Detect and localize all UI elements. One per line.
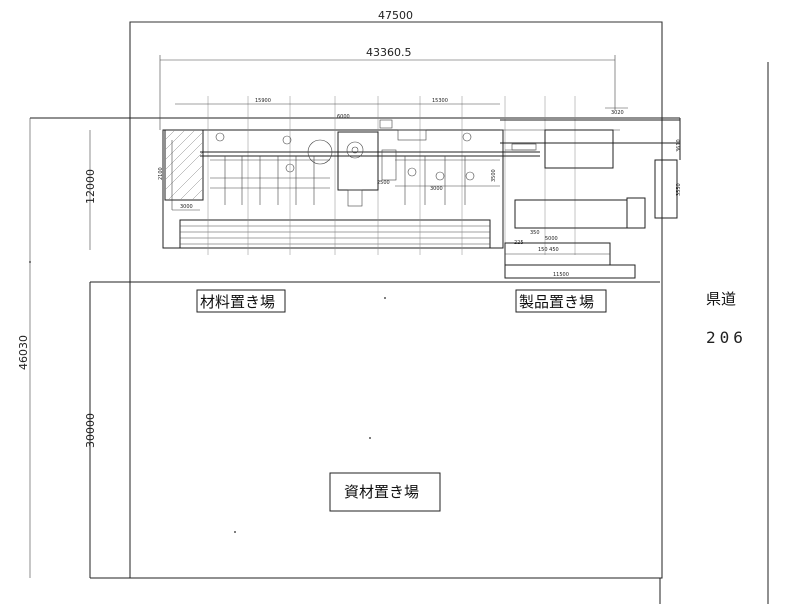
road-number-label: 206 xyxy=(706,328,747,347)
upper-height-label: 12000 xyxy=(84,169,97,204)
span-225-label: 225 xyxy=(514,240,524,246)
span-11500-label: 11500 xyxy=(553,272,569,278)
span-350-label: 350 xyxy=(530,230,540,236)
product-storage-box xyxy=(544,129,614,169)
span-3000-label: 3000 xyxy=(430,186,443,192)
inner-top-label: 6000 xyxy=(337,114,350,120)
truck-bed xyxy=(514,199,628,229)
span-2100-label: 2100 xyxy=(158,167,164,180)
supplies-yard: 資材置き場 xyxy=(329,472,441,512)
dimension-left: 46030 12000 30000 xyxy=(17,118,97,578)
central-machine xyxy=(337,131,379,191)
overall-width-label: 47500 xyxy=(378,9,413,22)
scatter-dots xyxy=(29,261,386,533)
product-yard: 製品置き場 xyxy=(515,289,607,313)
span-5000-label: 5000 xyxy=(545,236,558,242)
lower-height-label: 30000 xyxy=(84,413,97,448)
material-yard-box xyxy=(196,289,286,313)
road-name-label: 県道 xyxy=(706,290,736,308)
span-3550-label: 3550 xyxy=(676,183,682,196)
product-yard-box xyxy=(515,289,607,313)
span-3500-label: 3500 xyxy=(491,169,497,182)
product-rack-lower xyxy=(504,264,636,279)
overall-height-label: 46030 xyxy=(17,335,30,370)
dimension-building-width: 43360.5 xyxy=(159,46,616,130)
span-3000b-label: 3000 xyxy=(180,204,193,210)
span-3020-label: 3020 xyxy=(611,110,624,116)
gate-box xyxy=(654,159,678,219)
span-2500-label: 2500 xyxy=(377,180,390,186)
supplies-yard-box xyxy=(329,472,441,512)
product-yard-label: 製品置き場 xyxy=(519,293,594,311)
material-stock-hatched xyxy=(164,129,204,201)
factory-layout: 15900 15300 6000 2500 3000 2100 xyxy=(158,96,682,279)
material-yard: 材料置き場 xyxy=(196,289,286,313)
building-outline xyxy=(162,129,504,249)
prefectural-road: 県道 206 xyxy=(706,290,747,347)
material-yard-label: 材料置き場 xyxy=(200,293,275,311)
truck-cab xyxy=(626,197,646,229)
site-boundaries xyxy=(30,21,769,604)
building-width-label: 43360.5 xyxy=(366,46,412,59)
supplies-yard-label: 資材置き場 xyxy=(344,483,419,501)
span-3610-label: 3610 xyxy=(676,139,682,152)
dimension-overall-width: 47500 xyxy=(130,9,662,23)
inner-left-span-label: 15900 xyxy=(255,98,271,104)
span-150-450-label: 150 450 xyxy=(538,247,559,253)
inner-right-span-label: 15300 xyxy=(432,98,448,104)
